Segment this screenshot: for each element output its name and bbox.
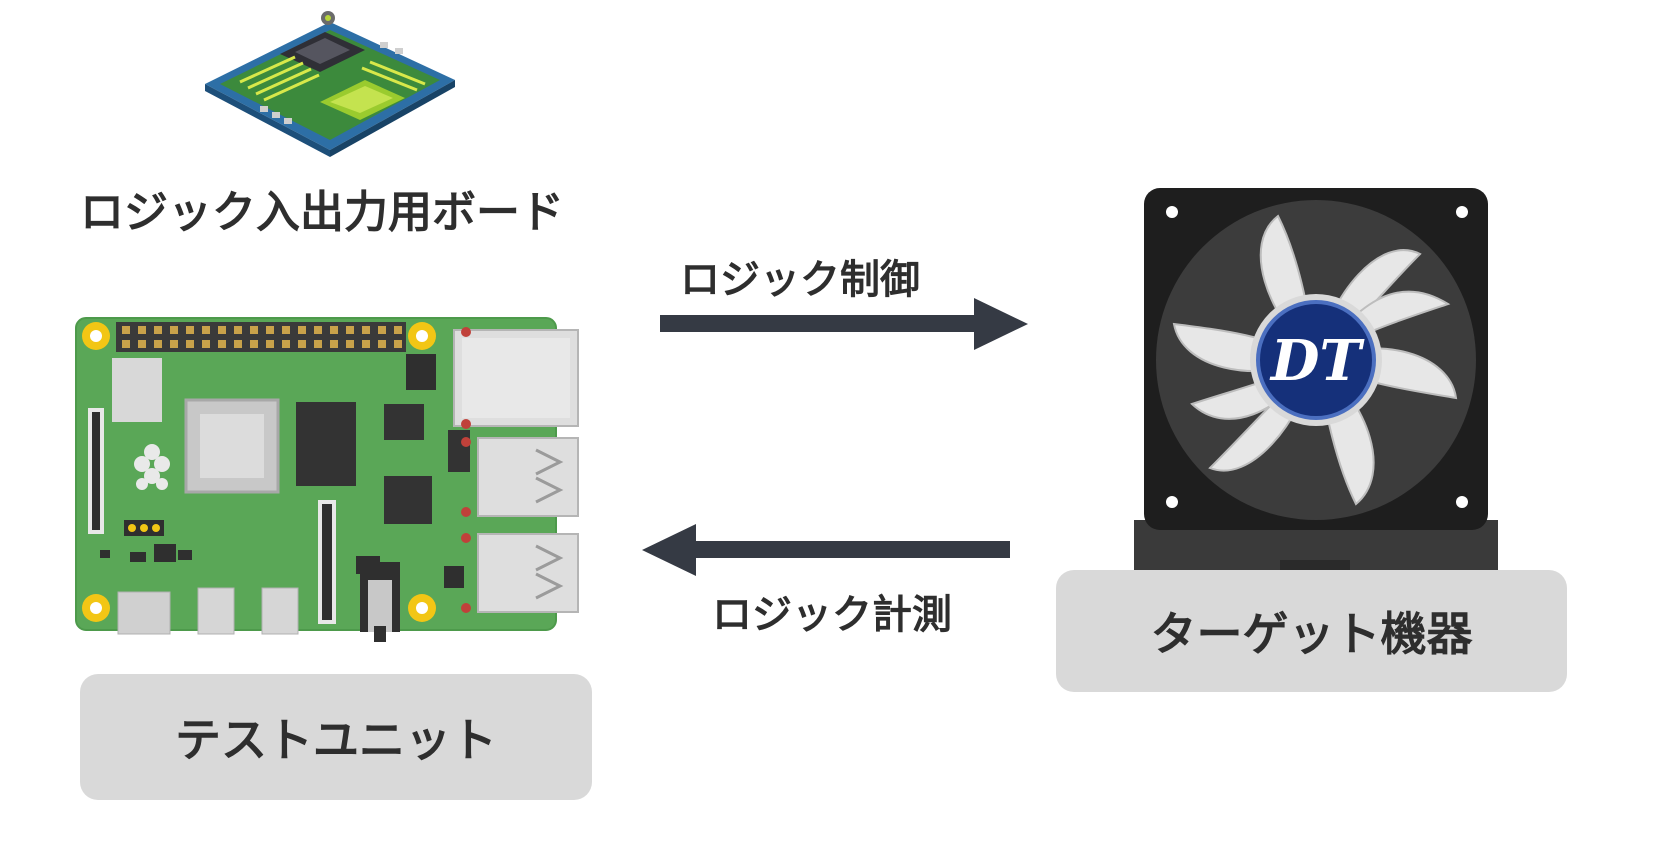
logic-control-label: ロジック制御: [680, 257, 920, 303]
target-device-label: ターゲット機器: [1150, 607, 1473, 661]
left-arrow-icon: [640, 522, 1012, 578]
logic-board-icon: [200, 2, 460, 157]
cooling-fan-icon: DT: [1130, 184, 1502, 576]
logic-measure-label: ロジック計測: [712, 592, 952, 638]
test-unit-label: テストユニット: [175, 713, 497, 767]
logic-board-label: ロジック入出力用ボード: [80, 187, 564, 238]
right-arrow-icon: [658, 296, 1030, 352]
test-unit-badge: テストユニット: [80, 674, 592, 800]
fan-logo-text: DT: [1269, 328, 1366, 394]
raspberry-pi-board-icon: [70, 312, 590, 647]
target-device-badge: ターゲット機器: [1056, 570, 1567, 692]
